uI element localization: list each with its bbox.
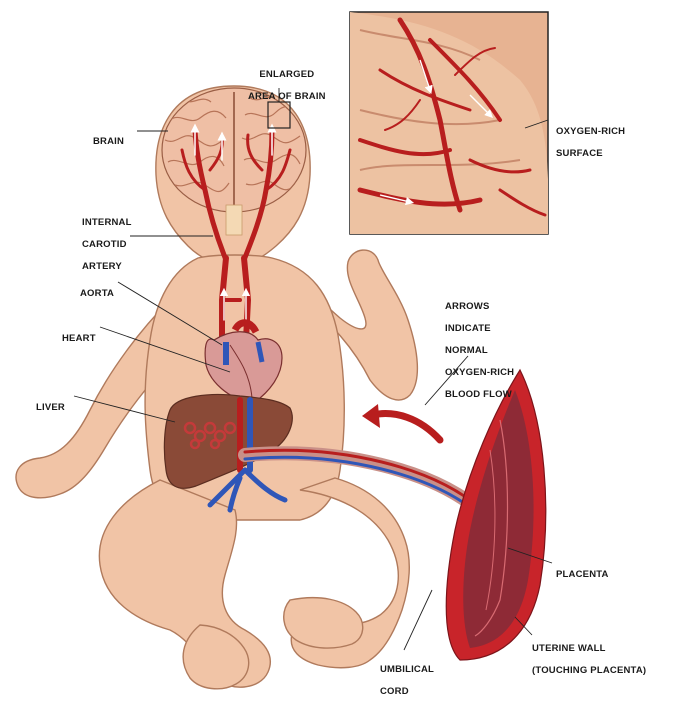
uterine-line1: UTERINE WALL <box>532 643 646 654</box>
aorta-label: AORTA <box>80 277 114 310</box>
arrows-note-line1: ARROWS <box>445 301 514 312</box>
enlarged-area-label: ENLARGED AREA OF BRAIN <box>248 58 326 113</box>
arrows-note-line2: INDICATE <box>445 323 514 334</box>
uterine-line2: (TOUCHING PLACENTA) <box>532 665 646 676</box>
brain-label: BRAIN <box>93 125 124 158</box>
enlarged-label-line1: ENLARGED <box>248 69 326 80</box>
carotid-line2: CAROTID <box>82 239 132 250</box>
brain-surface-inset <box>350 12 548 234</box>
placenta-label-text: PLACENTA <box>556 569 609 580</box>
heart-label: HEART <box>62 322 96 355</box>
arrows-note-label: ARROWS INDICATE NORMAL OXYGEN-RICH BLOOD… <box>445 290 514 411</box>
blood-flow-arrow <box>362 404 440 440</box>
liver-label-text: LIVER <box>36 402 65 413</box>
arrows-note-line3: NORMAL <box>445 345 514 356</box>
placenta <box>446 370 545 660</box>
placenta-label: PLACENTA <box>556 558 609 591</box>
oxygen-surface-line1: OXYGEN-RICH <box>556 126 625 137</box>
arrows-note-line4: OXYGEN-RICH <box>445 367 514 378</box>
uterine-wall-label: UTERINE WALL (TOUCHING PLACENTA) <box>532 632 646 687</box>
umbilical-line2: CORD <box>380 686 434 697</box>
aorta-label-text: AORTA <box>80 288 114 299</box>
arrows-note-line5: BLOOD FLOW <box>445 389 514 400</box>
carotid-line3: ARTERY <box>82 261 132 272</box>
brain-label-text: BRAIN <box>93 136 124 147</box>
carotid-line1: INTERNAL <box>82 217 132 228</box>
oxygen-surface-line2: SURFACE <box>556 148 625 159</box>
carotid-artery-label: INTERNAL CAROTID ARTERY <box>82 206 132 283</box>
liver-label: LIVER <box>36 391 65 424</box>
heart-label-text: HEART <box>62 333 96 344</box>
enlarged-label-line2: AREA OF BRAIN <box>248 91 326 102</box>
umbilical-line1: UMBILICAL <box>380 664 434 675</box>
oxygen-rich-surface-label: OXYGEN-RICH SURFACE <box>556 115 625 170</box>
right-foot <box>284 598 363 648</box>
